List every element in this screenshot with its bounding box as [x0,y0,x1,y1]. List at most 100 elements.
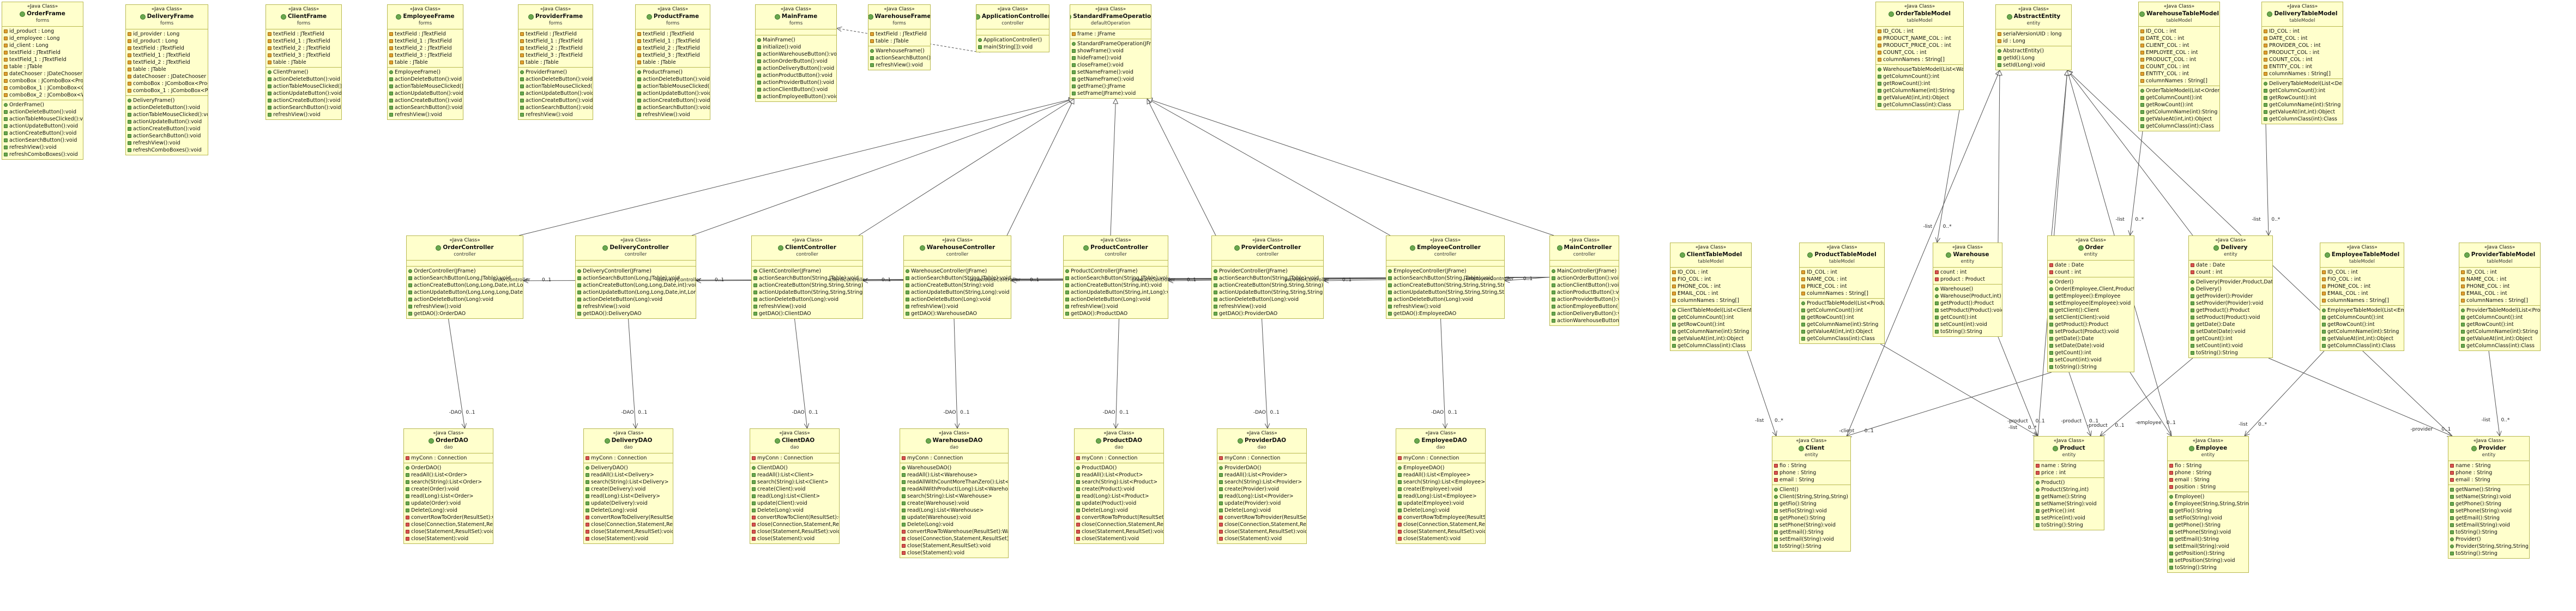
attribute-text: textField_2 : JTextField [526,45,583,51]
operation-row: MainController(JFrame) [1552,268,1617,275]
public-method-icon [1219,501,1223,505]
private-visibility-icon [2450,471,2454,475]
private-method-icon [1076,523,1080,527]
class-name: DeliveryDAO [611,437,653,444]
public-method-icon [1388,298,1392,301]
package-name: dao [1257,445,1266,450]
class-icon [280,14,286,20]
class-icon [2213,245,2219,251]
public-method-icon [577,291,581,294]
attribute-row: comboBox : JComboBox<Product> [4,77,83,84]
operation-row: OrderDAO() [406,464,491,471]
operation-row: actionSearchButton(Long,JTable):void [577,275,694,282]
operation-row: actionSearchButton(String,JTable):void [753,275,861,282]
final-field-visibility-icon [1878,29,1881,33]
public-method-icon [906,305,909,308]
attribute-text: textField_2 : JTextField [643,45,700,51]
operation-text: readAll():List<Product> [1082,472,1143,478]
public-method-icon [389,84,393,88]
attribute-text: position : String [2175,484,2216,490]
operation-text: actionDeleteButton(Long):void [1219,297,1299,303]
attribute-row: NAME_COL : int [1801,276,1883,283]
public-method-icon [520,92,524,95]
stereotype: «Java Class» [1695,245,1727,250]
operation-compartment: Client()Client(String,String,String)getF… [1772,485,1850,551]
operation-text: getValueAt(int,int):Object [1678,336,1744,342]
public-method-icon [2049,337,2053,341]
public-method-icon [2049,330,2053,334]
stereotype: «Java Class» [2053,438,2085,444]
public-method-icon [4,153,8,156]
class-icon [1679,252,1685,258]
final-field-visibility-icon [2264,72,2267,76]
attribute-row: textField_1 : JTextField [389,38,461,45]
stereotype: «Java Class» [1425,431,1456,436]
class-name-row: DeliveryTableModel [2263,10,2342,17]
operation-row: getColumnClass(int):Class [2140,123,2218,130]
operation-text: close(Statement):void [1224,536,1282,542]
relationship-line [2129,372,2172,437]
operation-text: actionUpdateButton(String,String,String,… [1219,289,1324,295]
operation-row: setPhone(String):void [2169,529,2247,536]
constructor-icon [1214,269,1217,273]
operation-row: getFio():String [2169,507,2247,515]
operation-row: setClient(Client):void [2049,314,2132,321]
stereotype: «Java Class» [288,7,319,12]
public-method-icon [2322,316,2326,319]
public-method-icon [2049,316,2053,319]
class-name: AbstractEntity [2013,13,2061,20]
operation-text: readAll():List<Delivery> [591,472,654,478]
final-field-visibility-icon [1672,277,1676,281]
operation-row: refreshComboBoxes():void [128,147,206,154]
final-field-visibility-icon [1878,37,1881,40]
public-method-icon [2450,552,2454,555]
public-method-icon [2461,316,2465,319]
operation-text: getColumnCount():int [2146,95,2203,101]
relationship-gen [1110,98,1119,236]
relationship-line [1147,98,1391,236]
multiplicity-label: 0..1 [2035,419,2045,424]
operation-row: getName():String [2450,486,2527,493]
